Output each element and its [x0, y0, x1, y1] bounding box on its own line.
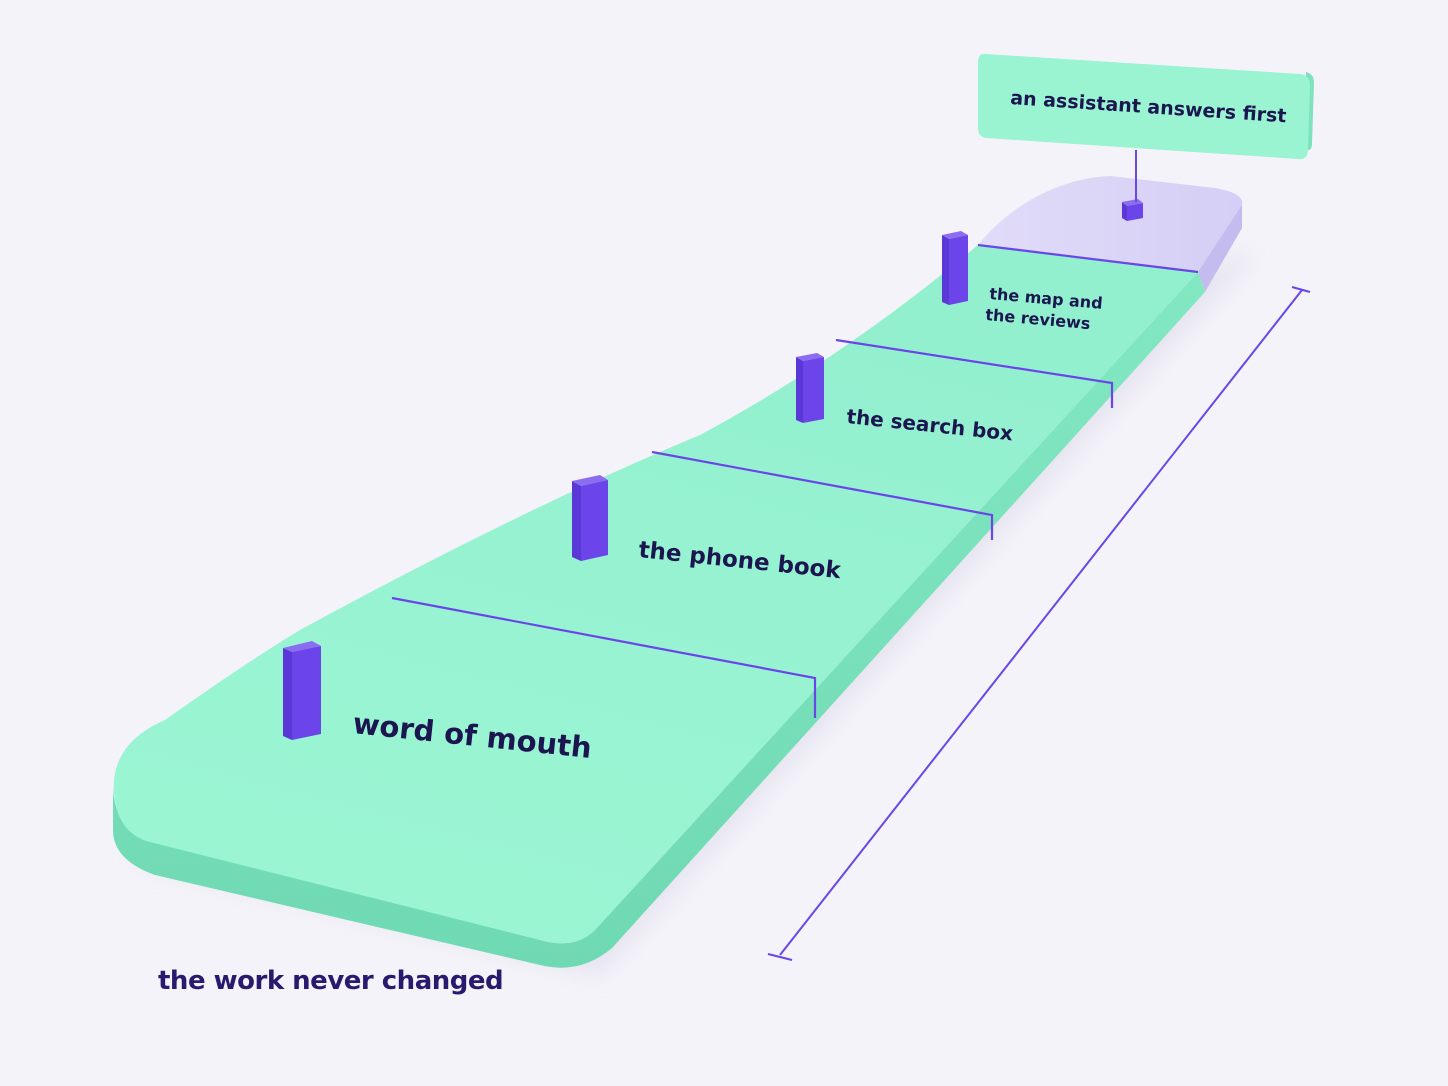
- marker-phone-book: [572, 475, 608, 561]
- divider-1: [391, 596, 817, 718]
- final-stage-platform: [978, 176, 1243, 292]
- stage-markers: [283, 199, 1143, 740]
- span-line: [767, 286, 1311, 961]
- marker-map-reviews: [942, 231, 968, 305]
- diagram-caption: the work never changed: [158, 966, 504, 996]
- marker-word-of-mouth: [283, 641, 321, 740]
- final-stage-side: [1198, 200, 1242, 292]
- divider-2: [651, 450, 994, 540]
- stage-dividers: [391, 243, 1199, 718]
- divider-4: [977, 243, 1199, 274]
- marker-search-box: [796, 353, 824, 423]
- track-top: [113, 245, 1198, 944]
- final-stage-top: [978, 176, 1243, 272]
- sign-board: [978, 53, 1310, 160]
- final-stage-sign: [978, 53, 1314, 202]
- marker-final-stage: [1122, 199, 1143, 221]
- divider-3: [835, 338, 1114, 408]
